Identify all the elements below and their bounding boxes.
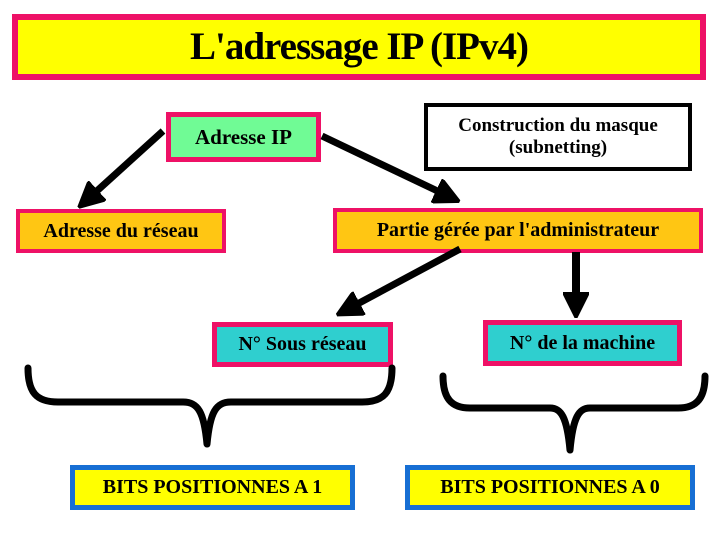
box-numero-sous-reseau: N° Sous réseau <box>212 322 393 367</box>
box-bits-positionnes-a-1: BITS POSITIONNES A 1 <box>70 465 355 510</box>
box-construction-masque-line1: Construction du masque <box>458 115 658 137</box>
underbrace-left <box>24 364 396 448</box>
box-partie-administrateur: Partie gérée par l'administrateur <box>333 208 703 253</box>
underbrace-right <box>439 372 709 454</box>
arrow-adresseip-to-adressereseau <box>88 128 166 199</box>
box-adresse-reseau: Adresse du réseau <box>16 209 226 253</box>
box-numero-machine: N° de la machine <box>483 320 682 366</box>
box-bits-positionnes-a-0: BITS POSITIONNES A 0 <box>405 465 695 510</box>
slide-title: L'adressage IP (IPv4) <box>12 14 706 80</box>
box-construction-masque: Construction du masque (subnetting) <box>424 103 692 171</box>
box-adresse-ip: Adresse IP <box>166 112 321 162</box>
arrow-partieadmin-to-sousreseau <box>348 245 462 309</box>
box-construction-masque-line2: (subnetting) <box>508 137 608 158</box>
